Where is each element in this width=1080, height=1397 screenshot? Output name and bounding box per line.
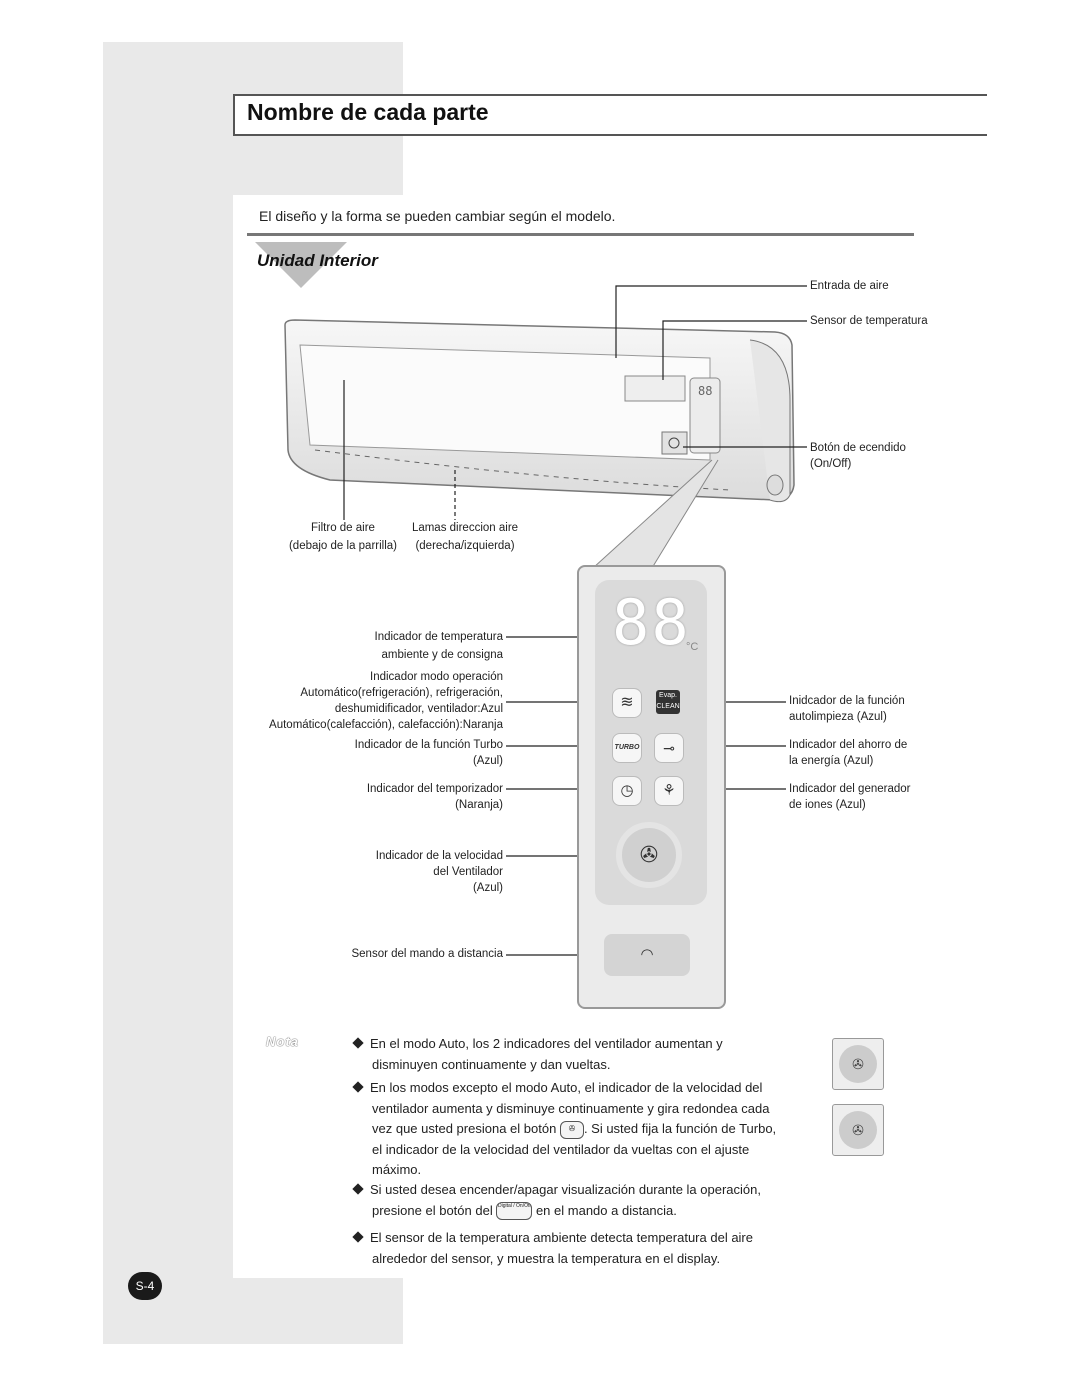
fan-indicator-thumbnail-1: ✇ (832, 1038, 884, 1090)
fan-button-icon: ✇ (559, 1120, 584, 1139)
clean-label: CLEAN (656, 703, 680, 710)
label-power-button-onoff: (On/Off) (810, 458, 852, 470)
note-2-line-2: ventilador aumenta y disminuye continuam… (372, 1100, 770, 1116)
bullet-diamond-icon (352, 1231, 364, 1243)
fan-icon: ✇ (839, 1111, 877, 1149)
label-timer-indicator-2: (Naranja) (455, 799, 503, 811)
note-1-line-2: disminuyen continuamente y dan vueltas. (372, 1056, 611, 1072)
section-divider (247, 233, 914, 236)
label-fan-indicator: Indicador de la velocidad (375, 850, 503, 862)
section-subtitle: Unidad Interior (257, 251, 378, 270)
label-louvers-note: (derecha/izquierda) (415, 540, 515, 552)
note-4: El sensor de la temperatura ambiente det… (352, 1228, 834, 1269)
label-temp-sensor: Sensor de temperatura (810, 315, 928, 327)
note-2-line-5: máximo. (372, 1162, 422, 1177)
evap-label: Evap. (659, 692, 677, 699)
self-clean-icon: Evap. CLEAN (656, 690, 680, 714)
label-ion-generator: Indicador del generador (789, 783, 911, 795)
label-mode-indicator: Indicador modo operación (370, 671, 503, 683)
note-3-line-2b: en el mando a distancia. (535, 1202, 677, 1218)
indoor-unit-illustration: 88 (284, 319, 795, 503)
label-air-intake: Entrada de aire (810, 280, 889, 292)
label-temp-indicator: Indicador de temperatura (374, 631, 504, 643)
mode-icon: ≋ (612, 688, 642, 718)
note-1: En el modo Auto, los 2 indicadores del v… (352, 1034, 824, 1075)
bullet-diamond-icon (352, 1081, 364, 1093)
label-mode-indicator-2: Automático(refrigeración), refrigeración… (300, 687, 503, 699)
label-energy-saving-2: la energía (Azul) (789, 755, 874, 767)
display-button-icon: Digital / On/Off (496, 1202, 533, 1221)
note-4-line-1: El sensor de la temperatura ambiente det… (370, 1230, 753, 1245)
temperature-display: 88 (612, 586, 691, 659)
note-2-line-3b: . Si usted fija la función de Turbo, (583, 1121, 777, 1136)
note-4-line-2: alrededor del sensor, y muestra la tempe… (372, 1250, 721, 1266)
note-3-line-1: Si usted desea encender/apagar visualiza… (370, 1182, 761, 1197)
label-mode-indicator-3: deshumidificador, ventilador:Azul (334, 703, 503, 715)
label-air-filter: Filtro de aire (311, 522, 375, 534)
label-turbo-indicator: Indicador de la función Turbo (354, 739, 503, 751)
label-turbo-indicator-2: (Azul) (472, 755, 503, 767)
note-label: Nota (266, 1034, 299, 1049)
temperature-unit: °C (686, 641, 699, 653)
note-1-line-1: En el modo Auto, los 2 indicadores del v… (370, 1036, 723, 1051)
intro-text: El diseño y la forma se pueden cambiar s… (259, 208, 616, 224)
label-fan-indicator-3: (Azul) (472, 882, 503, 894)
note-2: En los modos excepto el modo Auto, el in… (352, 1078, 829, 1181)
energy-saving-icon: ⊸ (654, 733, 684, 763)
note-2-line-3a: vez que usted presiona el botón (372, 1121, 557, 1136)
bullet-diamond-icon (352, 1183, 364, 1195)
label-air-filter-note: (debajo de la parrilla) (288, 540, 398, 552)
note-3: Si usted desea encender/apagar visualiza… (352, 1180, 834, 1221)
turbo-icon: TURBO (612, 733, 642, 763)
remote-sensor-icon: ◠ (604, 934, 690, 976)
page-number: S-4 (128, 1272, 162, 1300)
fan-speed-icon: ✇ (616, 822, 682, 888)
note-3-line-2a: presione el botón del (372, 1202, 493, 1218)
label-temp-indicator-2: ambiente y de consigna (381, 649, 503, 661)
label-energy-saving: Indicador del ahorro de (789, 739, 908, 751)
label-self-clean: Inidcador de la función (789, 695, 905, 707)
note-2-line-1: En los modos excepto el modo Auto, el in… (370, 1080, 763, 1095)
title-box (233, 94, 987, 136)
page-title: Nombre de cada parte (247, 99, 489, 125)
label-louvers: Lamas direccion aire (411, 522, 519, 534)
timer-icon: ◷ (612, 776, 642, 806)
svg-text:88: 88 (698, 384, 712, 398)
label-timer-indicator: Indicador del temporizador (366, 783, 503, 795)
label-remote-sensor: Sensor del mando a distancia (351, 948, 503, 960)
fan-indicator-thumbnail-2: ✇ (832, 1104, 884, 1156)
ion-generator-icon: ⚘ (654, 776, 684, 806)
fan-icon: ✇ (839, 1045, 877, 1083)
section-triangle-icon (255, 242, 347, 288)
label-power-button: Botón de ecendido (810, 442, 906, 454)
label-mode-indicator-4: Automático(calefacción), calefacción):Na… (269, 719, 503, 731)
label-fan-indicator-2: del Ventilador (433, 866, 503, 878)
label-ion-generator-2: de iones (Azul) (789, 799, 866, 811)
label-self-clean-2: autolimpieza (Azul) (789, 711, 887, 723)
note-2-line-4: el indicador de la velocidad del ventila… (372, 1141, 750, 1157)
bullet-diamond-icon (352, 1037, 364, 1049)
